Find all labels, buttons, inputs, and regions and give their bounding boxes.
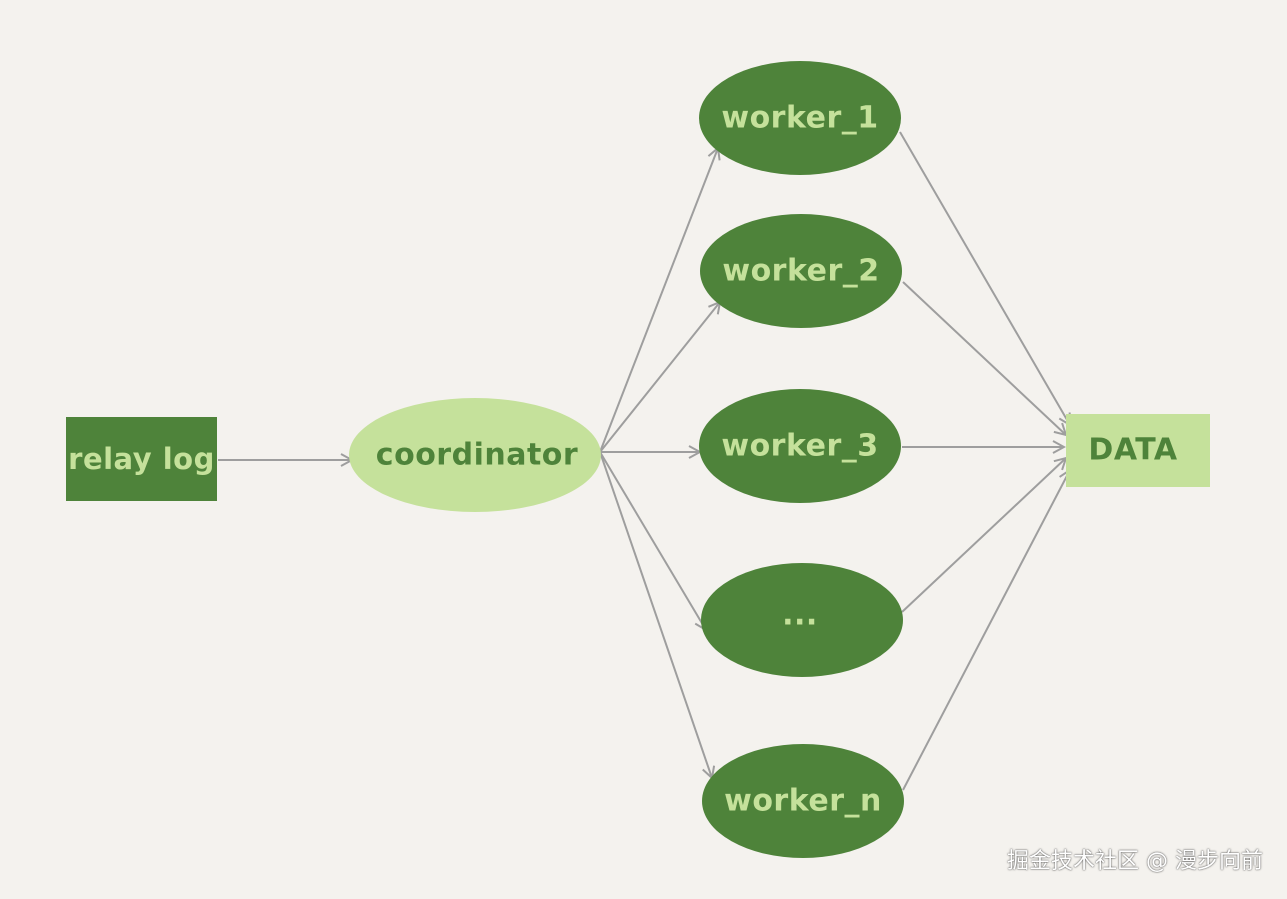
arrows xyxy=(218,131,1070,791)
arrow-worker-2-to-data xyxy=(902,281,1066,435)
data-node: DATA xyxy=(1066,414,1210,487)
worker-1-node: worker_1 xyxy=(699,61,901,175)
worker-3-label: worker_3 xyxy=(721,429,878,464)
coordinator-label: coordinator xyxy=(376,438,578,473)
arrow-worker-ellipsis-to-data xyxy=(901,458,1066,613)
worker-n-node: worker_n xyxy=(702,744,904,858)
worker-1-label: worker_1 xyxy=(721,101,878,136)
arrow-coordinator-to-worker-n xyxy=(599,451,712,778)
coordinator-node: coordinator xyxy=(349,398,601,512)
worker-ellipsis-node: ... xyxy=(701,563,903,677)
worker-ellipsis-label: ... xyxy=(782,598,818,633)
arrow-coordinator-to-worker-1 xyxy=(599,148,718,453)
worker-3-node: worker_3 xyxy=(699,389,901,503)
worker-n-label: worker_n xyxy=(724,784,882,819)
relay-log-node: relay log xyxy=(66,417,217,501)
arrow-worker-1-to-data xyxy=(899,131,1070,425)
worker-2-node: worker_2 xyxy=(700,214,902,328)
arrow-worker-n-to-data xyxy=(902,470,1070,791)
watermark: 掘金技术社区 @ 漫步向前 xyxy=(1007,849,1263,874)
relay-log-label: relay log xyxy=(68,442,215,476)
data-label: DATA xyxy=(1088,433,1177,468)
arrow-coordinator-to-worker-ellipsis xyxy=(599,451,706,630)
worker-2-label: worker_2 xyxy=(722,254,879,289)
arrow-coordinator-to-worker-2 xyxy=(599,302,720,453)
